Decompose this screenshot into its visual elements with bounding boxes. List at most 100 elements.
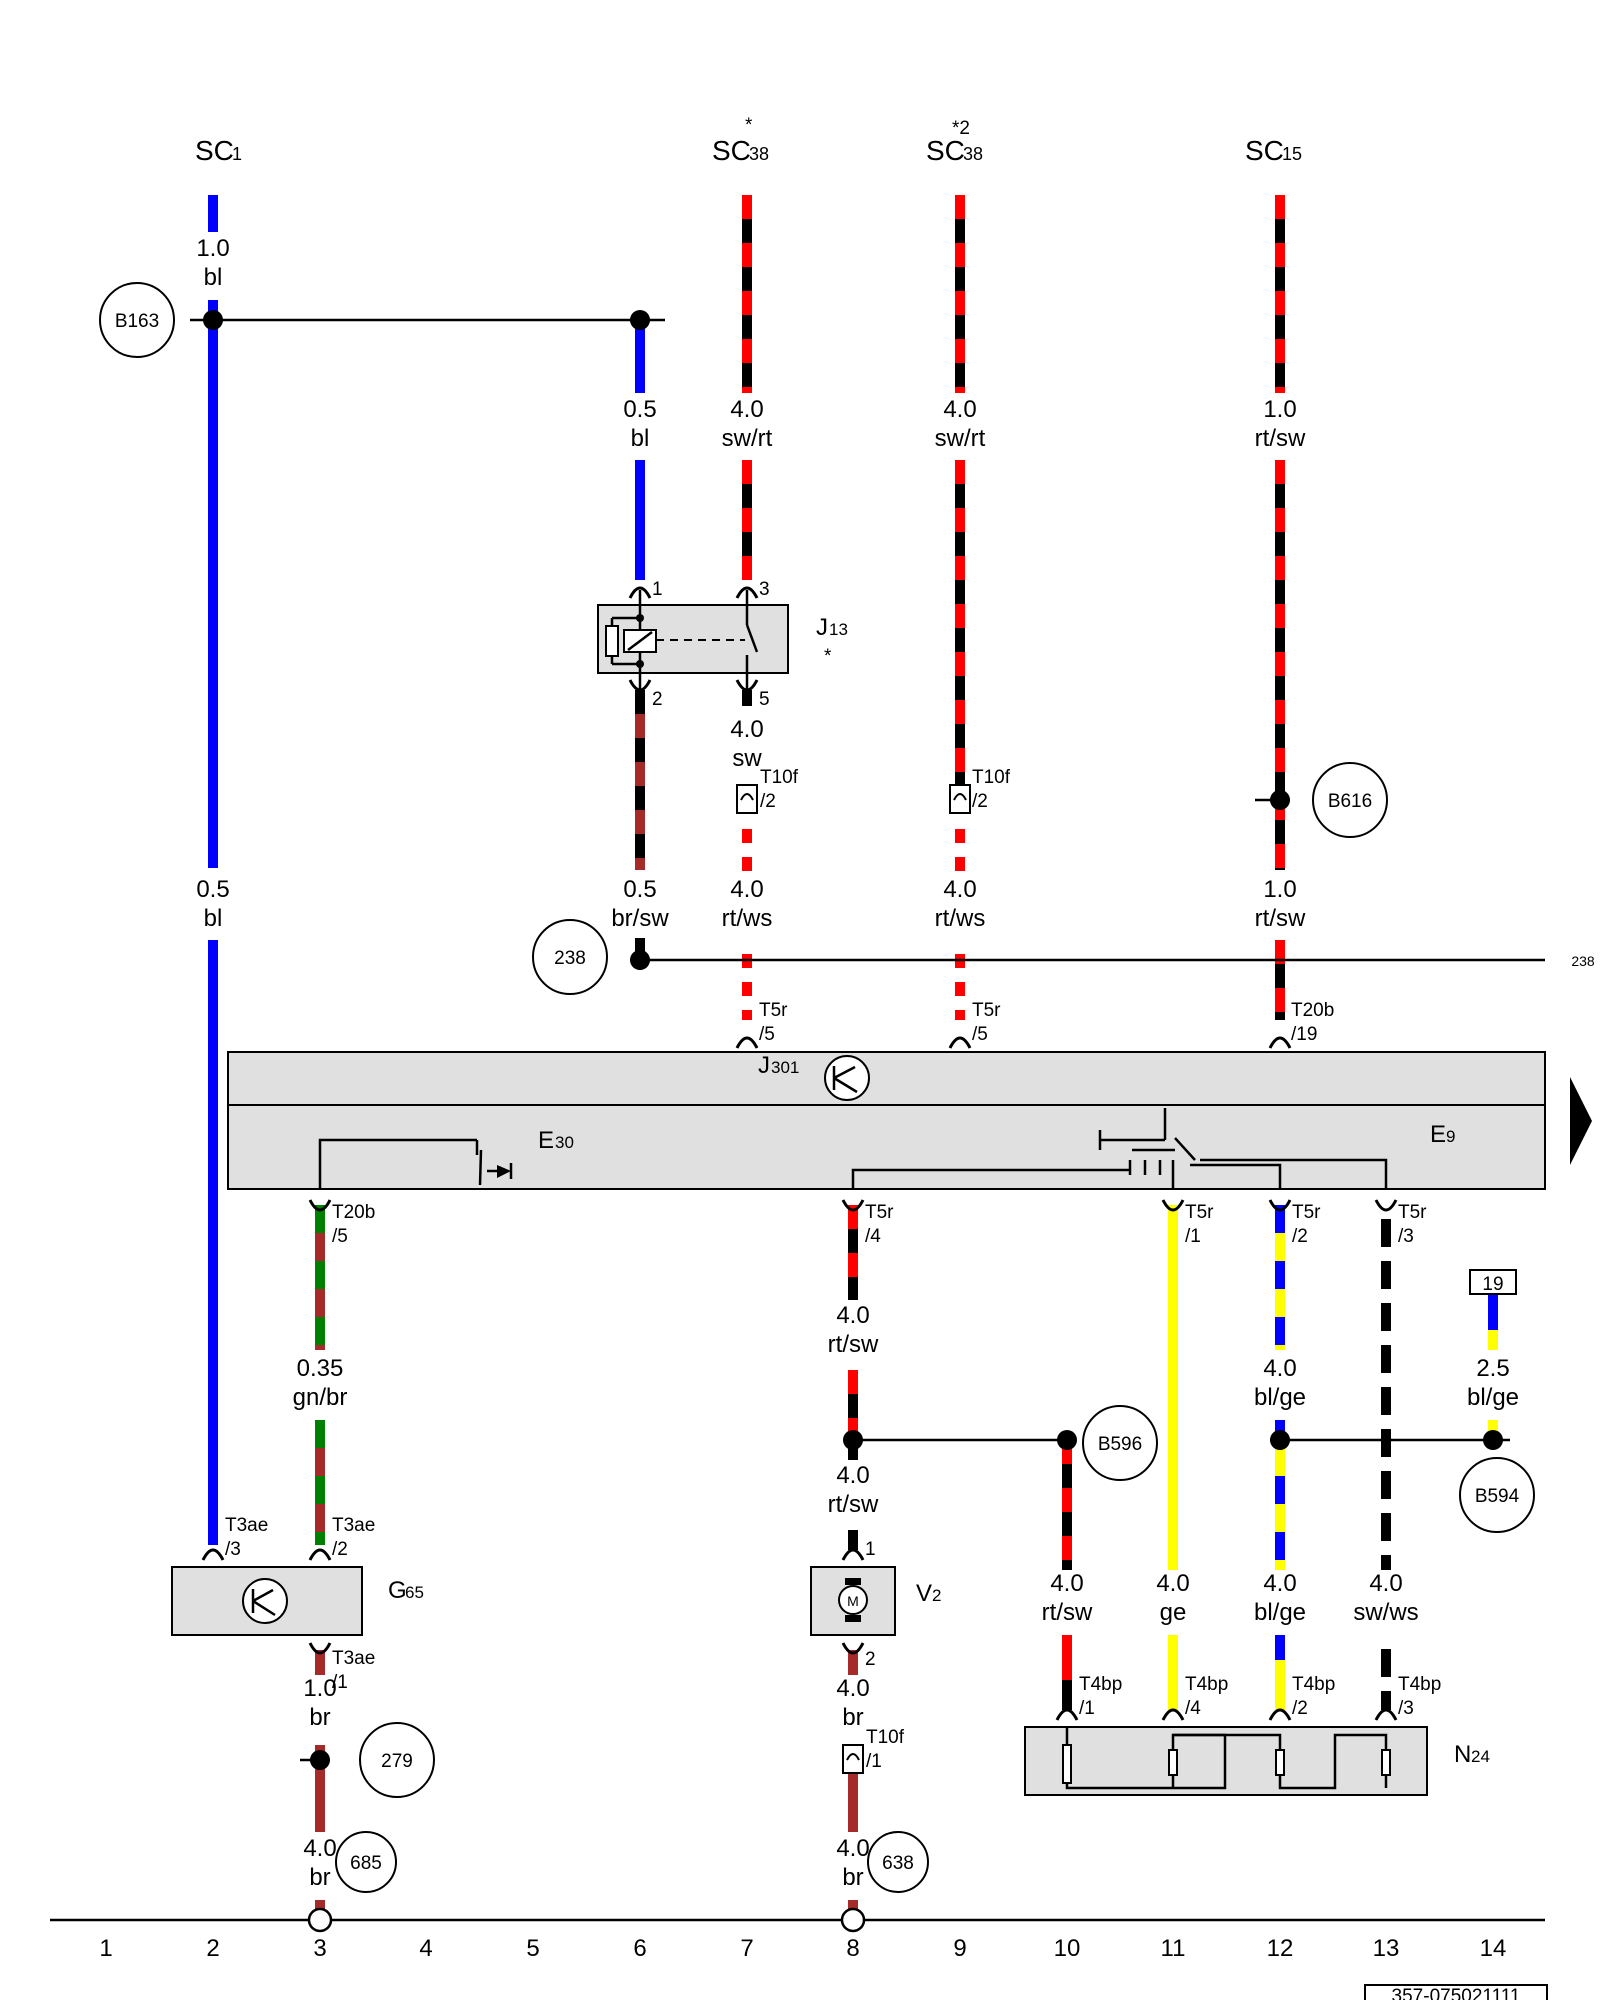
svg-text:4.0: 4.0 <box>1050 1570 1083 1597</box>
connector-label: T20b <box>1291 1000 1334 1021</box>
pin-label: 1 <box>652 579 663 600</box>
ref-circle <box>532 919 608 995</box>
connector-pin-label: /2 <box>1292 1226 1308 1247</box>
supply-name: SC <box>712 135 751 166</box>
connector-label: T5r <box>865 1202 894 1223</box>
e30-label-sub: 30 <box>555 1133 574 1152</box>
connector-label: T5r <box>1398 1202 1427 1223</box>
relay-node <box>636 660 644 668</box>
e9-label: E <box>1430 1121 1446 1148</box>
supply-sc38b: *2 SC 38 <box>926 118 983 166</box>
track-number: 3 <box>313 1935 326 1962</box>
plug-pin <box>740 793 754 801</box>
supply-name: SC <box>195 135 234 166</box>
connector-pin <box>308 1199 332 1212</box>
svg-text:1.0: 1.0 <box>196 235 229 262</box>
panel-e30-e9 <box>227 1104 1546 1190</box>
ref-238-edge: 238 <box>1571 953 1595 969</box>
n24-wire <box>1173 1733 1282 1750</box>
svg-text:4.0: 4.0 <box>943 876 976 903</box>
connector-label: T3ae <box>332 1515 375 1536</box>
ref-label: B163 <box>115 311 159 332</box>
connector-pin <box>1268 1036 1292 1049</box>
connector-pin-label: /1 <box>1185 1226 1201 1247</box>
wire-label: 4.0ge <box>1156 1570 1189 1626</box>
ref-label: 638 <box>882 1853 914 1874</box>
wire-label: 4.0rt/sw <box>828 1302 879 1358</box>
connector-pin-label: /5 <box>759 1024 775 1045</box>
doc-code-box: 357-075021111 <box>1364 1984 1548 2000</box>
svg-text:4.0: 4.0 <box>943 396 976 423</box>
svg-text:rt/sw: rt/sw <box>828 1491 879 1518</box>
doc-code-frame <box>1364 1984 1548 2000</box>
e9-contact-wire <box>851 1168 1130 1190</box>
ref-238: 238 <box>532 919 608 995</box>
doc-code: 357-075021111 <box>1392 1986 1521 2000</box>
svg-text:0.5: 0.5 <box>623 876 656 903</box>
splice-dot <box>1270 1430 1290 1450</box>
connector-pin <box>735 586 759 599</box>
relay-j13: J 13 * <box>597 590 848 690</box>
connector-pins <box>201 586 1398 1721</box>
e9-contact-wire <box>1190 1163 1282 1190</box>
svg-text:gn/br: gn/br <box>293 1384 348 1411</box>
svg-text:0.5: 0.5 <box>623 396 656 423</box>
ref-circle <box>335 1831 397 1893</box>
svg-text:bl: bl <box>204 264 223 291</box>
plug-pin <box>846 1753 860 1761</box>
motor-letter: M <box>847 1593 859 1609</box>
resistor-n24: N 24 <box>1024 1726 1490 1796</box>
svg-text:4.0: 4.0 <box>730 716 763 743</box>
svg-text:0.5: 0.5 <box>196 876 229 903</box>
connector-label: T5r <box>972 1000 1001 1021</box>
connector-label: T10f <box>866 1727 905 1748</box>
svg-text:bl/ge: bl/ge <box>1254 1384 1306 1411</box>
g65-label: G <box>388 1577 407 1604</box>
pin-label: 3 <box>759 579 770 600</box>
track-number: 1 <box>99 1935 112 1962</box>
connector-label: T20b <box>332 1202 375 1223</box>
connector-label: T10f <box>972 767 1011 788</box>
track-number: 11 <box>1161 1935 1186 1962</box>
connector-pin-label: /2 <box>760 791 776 812</box>
wire-label: 4.0rt/ws <box>935 876 986 932</box>
g65-label-sub: 65 <box>405 1583 424 1602</box>
svg-text:1.0: 1.0 <box>1263 876 1296 903</box>
connector-pin <box>1161 1708 1185 1721</box>
j301-label-sub: 301 <box>771 1058 799 1077</box>
connector-label: T4bp <box>1185 1674 1228 1695</box>
control-unit-j301: J 301 E 30 E 9 <box>227 1051 1592 1190</box>
svg-text:bl/ge: bl/ge <box>1467 1384 1519 1411</box>
ref-b594: B594 <box>1459 1457 1535 1533</box>
svg-text:4.0: 4.0 <box>836 1302 869 1329</box>
connector-pin-label: /3 <box>225 1539 241 1560</box>
svg-text:rt/sw: rt/sw <box>1255 425 1306 452</box>
ref-279: 279 <box>359 1722 435 1798</box>
connector-pin <box>308 1548 332 1561</box>
v2-label-sub: 2 <box>932 1586 941 1605</box>
connector-label: T4bp <box>1398 1674 1441 1695</box>
splice-dot <box>1270 790 1290 810</box>
ref-label: B616 <box>1328 791 1372 812</box>
wire-label: 4.0bl/ge <box>1254 1570 1306 1626</box>
splice-dot <box>1057 1430 1077 1450</box>
connector-pin <box>1055 1708 1079 1721</box>
control-unit-icon <box>824 1055 870 1101</box>
track-number: 13 <box>1373 1935 1400 1962</box>
supply-mark: *2 <box>952 118 970 139</box>
sensor-g65: G 65 <box>171 1566 424 1636</box>
svg-text:rt/sw: rt/sw <box>1255 905 1306 932</box>
connector-pin-label: /19 <box>1291 1024 1317 1045</box>
wire-label: 1.0rt/sw <box>1255 876 1306 932</box>
svg-text:2.5: 2.5 <box>1476 1355 1509 1382</box>
svg-text:sw/ws: sw/ws <box>1353 1599 1418 1626</box>
panel-j301 <box>227 1051 1546 1106</box>
connector-pin <box>735 679 759 692</box>
relay-coil-mark <box>627 631 653 651</box>
svg-text:sw: sw <box>732 745 762 772</box>
svg-text:rt/sw: rt/sw <box>1042 1599 1093 1626</box>
connector-label: T5r <box>1185 1202 1214 1223</box>
ref-circle <box>867 1831 929 1893</box>
